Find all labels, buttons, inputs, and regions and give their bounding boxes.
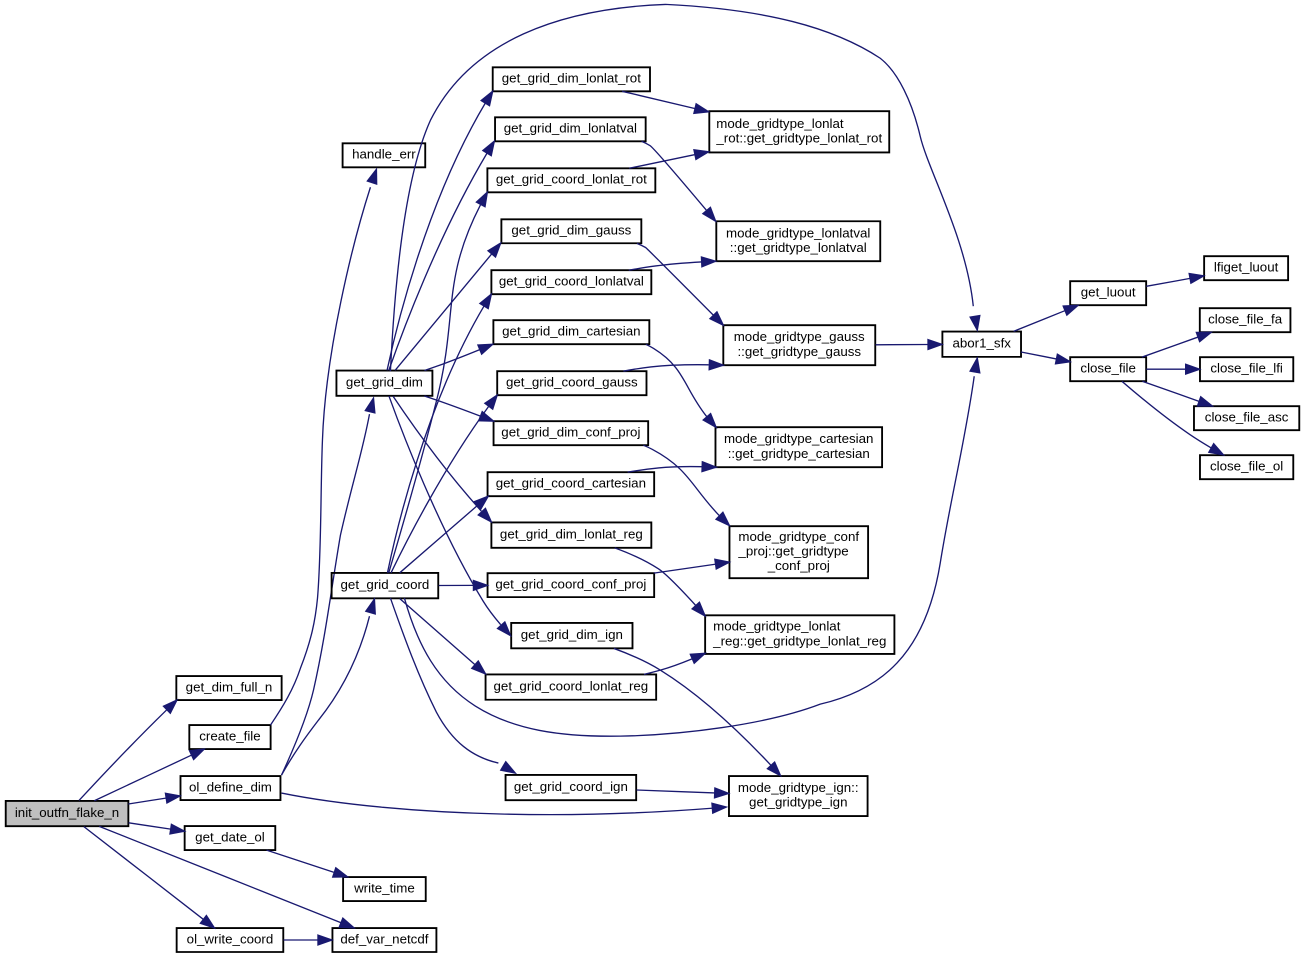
svg-text:_reg::get_gridtype_lonlat_reg: _reg::get_gridtype_lonlat_reg <box>712 633 886 648</box>
svg-text:handle_err: handle_err <box>352 146 416 161</box>
svg-text:get_grid_coord_lonlat_reg: get_grid_coord_lonlat_reg <box>493 678 648 693</box>
svg-text:mode_gridtype_cartesian: mode_gridtype_cartesian <box>724 431 874 446</box>
svg-text:def_var_netcdf: def_var_netcdf <box>340 931 428 946</box>
svg-text:close_file_fa: close_file_fa <box>1208 311 1283 326</box>
svg-text:create_file: create_file <box>199 728 260 743</box>
svg-text:get_grid_dim_gauss: get_grid_dim_gauss <box>511 222 631 237</box>
svg-text:get_luout: get_luout <box>1080 284 1135 299</box>
svg-text:get_grid_coord_conf_proj: get_grid_coord_conf_proj <box>495 576 646 591</box>
svg-text:get_grid_dim_lonlat_rot: get_grid_dim_lonlat_rot <box>501 70 640 85</box>
svg-text:get_grid_dim_conf_proj: get_grid_dim_conf_proj <box>501 424 640 439</box>
svg-text:get_grid_dim_ign: get_grid_dim_ign <box>520 627 622 642</box>
svg-text:get_grid_coord_gauss: get_grid_coord_gauss <box>506 374 638 389</box>
svg-text:_proj::get_gridtype: _proj::get_gridtype <box>737 543 848 558</box>
svg-text:::get_gridtype_gauss: ::get_gridtype_gauss <box>737 344 861 359</box>
svg-text:get_grid_coord_cartesian: get_grid_coord_cartesian <box>495 475 645 490</box>
svg-text:mode_gridtype_lonlat: mode_gridtype_lonlat <box>713 618 841 633</box>
svg-text:close_file: close_file <box>1080 360 1136 375</box>
svg-text:get_grid_dim_lonlat_reg: get_grid_dim_lonlat_reg <box>500 526 643 541</box>
svg-text:mode_gridtype_ign::: mode_gridtype_ign:: <box>738 780 859 795</box>
svg-text:get_grid_coord_lonlat_rot: get_grid_coord_lonlat_rot <box>496 171 647 186</box>
svg-text:::get_gridtype_lonlatval: ::get_gridtype_lonlatval <box>729 240 866 255</box>
svg-text:lfiget_luout: lfiget_luout <box>1214 259 1279 274</box>
svg-text:write_time: write_time <box>353 880 415 895</box>
svg-text:ol_define_dim: ol_define_dim <box>189 779 272 794</box>
svg-text:close_file_lfi: close_file_lfi <box>1210 360 1283 375</box>
svg-text:_conf_proj: _conf_proj <box>766 558 829 573</box>
svg-text:get_grid_coord: get_grid_coord <box>340 577 429 592</box>
svg-text:mode_gridtype_gauss: mode_gridtype_gauss <box>733 329 864 344</box>
svg-text:ol_write_coord: ol_write_coord <box>186 931 273 946</box>
svg-text:get_grid_dim_cartesian: get_grid_dim_cartesian <box>502 323 640 338</box>
svg-text:::get_gridtype_cartesian: ::get_gridtype_cartesian <box>727 446 869 461</box>
svg-text:get_date_ol: get_date_ol <box>195 829 265 844</box>
svg-text:mode_gridtype_lonlatval: mode_gridtype_lonlatval <box>726 225 870 240</box>
svg-text:get_grid_coord_lonlatval: get_grid_coord_lonlatval <box>498 273 643 288</box>
svg-text:get_gridtype_ign: get_gridtype_ign <box>749 794 847 809</box>
svg-text:get_grid_dim_lonlatval: get_grid_dim_lonlatval <box>503 120 636 135</box>
svg-text:mode_gridtype_lonlat: mode_gridtype_lonlat <box>716 115 844 130</box>
svg-text:get_grid_coord_ign: get_grid_coord_ign <box>514 779 628 794</box>
svg-text:get_grid_dim: get_grid_dim <box>346 374 423 389</box>
svg-text:_rot::get_gridtype_lonlat_rot: _rot::get_gridtype_lonlat_rot <box>715 130 882 145</box>
svg-text:close_file_ol: close_file_ol <box>1210 458 1283 473</box>
svg-text:abor1_sfx: abor1_sfx <box>952 335 1011 350</box>
svg-text:close_file_asc: close_file_asc <box>1204 409 1288 424</box>
svg-text:get_dim_full_n: get_dim_full_n <box>185 679 272 694</box>
svg-text:mode_gridtype_conf: mode_gridtype_conf <box>738 528 859 543</box>
svg-text:init_outfn_flake_n: init_outfn_flake_n <box>15 805 119 820</box>
